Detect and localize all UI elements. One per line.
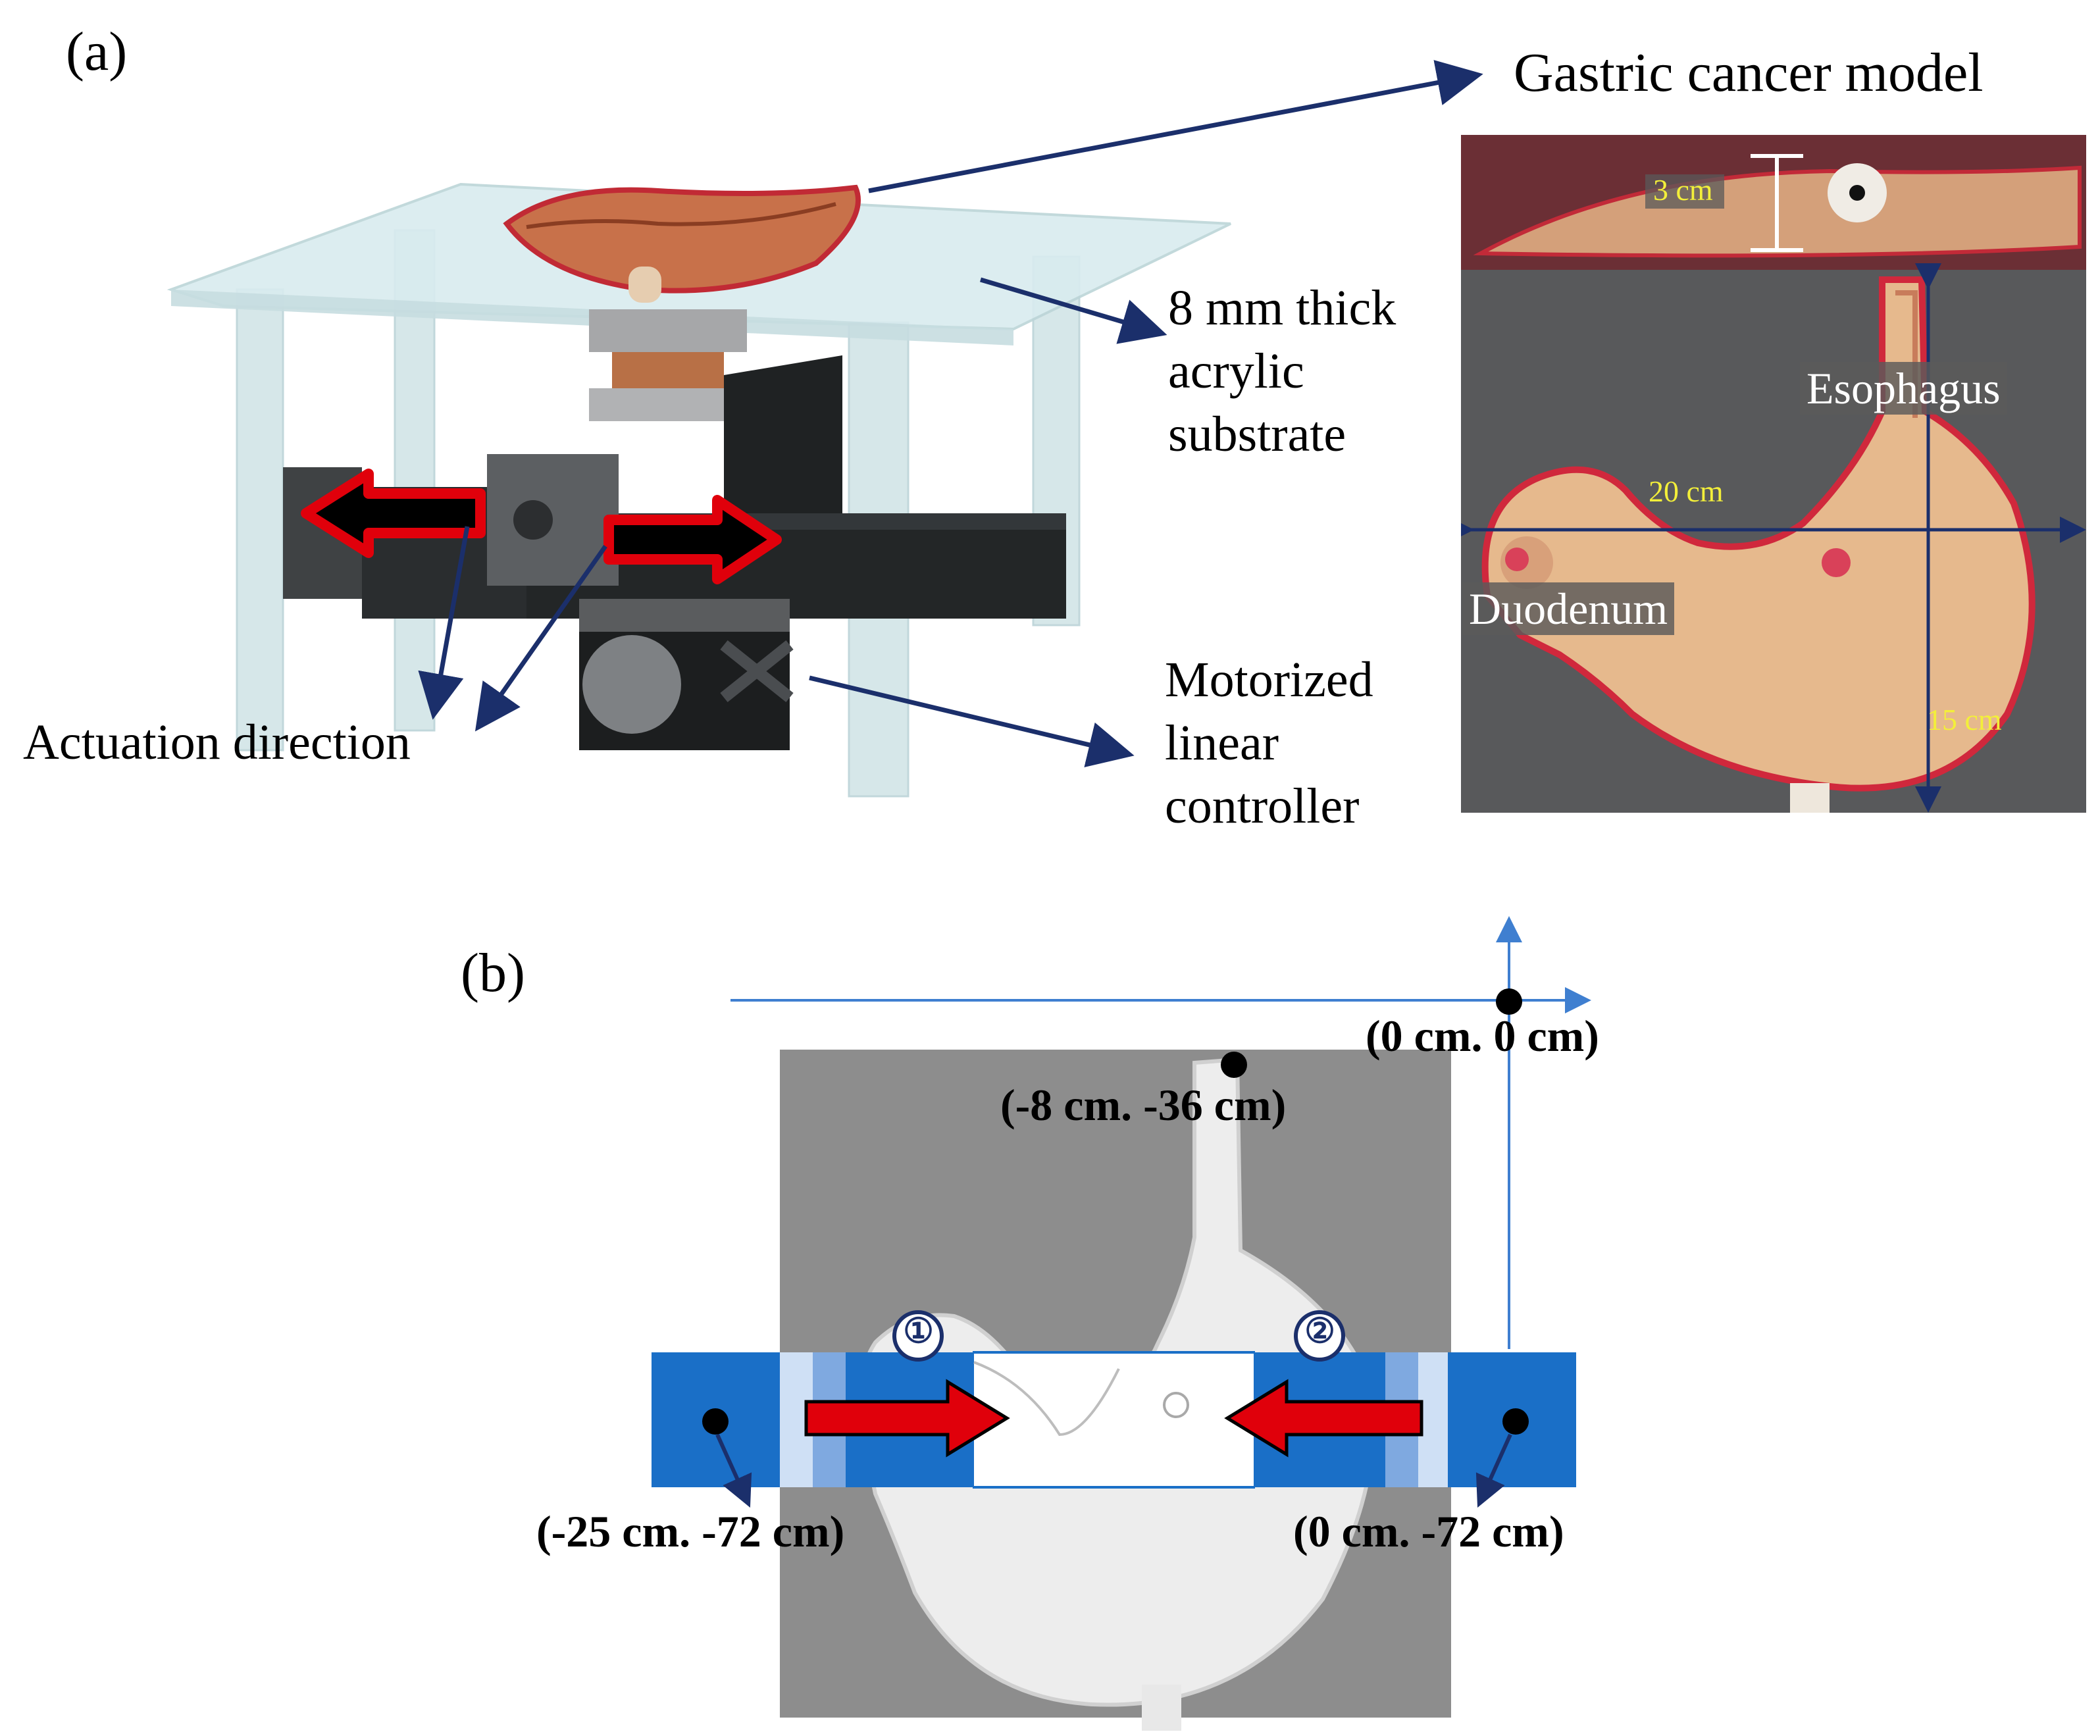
motor-label-line2: linear bbox=[1165, 715, 1279, 771]
right-actuation-arrow bbox=[603, 495, 782, 584]
esophagus-label: Esophagus bbox=[1800, 362, 2007, 415]
acrylic-label-line3: substrate bbox=[1168, 407, 1346, 462]
actuation-leader-right bbox=[474, 544, 607, 732]
origin-label: (0 cm. 0 cm) bbox=[1366, 1011, 1599, 1061]
actuation-leader-left bbox=[418, 526, 470, 720]
acrylic-leader bbox=[980, 277, 1167, 344]
marker-1: ① bbox=[903, 1313, 934, 1350]
duodenum-label: Duodenum bbox=[1462, 582, 1675, 635]
right-actuator-label: (0 cm. -72 cm) bbox=[1293, 1506, 1564, 1556]
gastric-model-photo: 3 cm 20 cm 15 cm Esophagus Duodenum bbox=[1461, 135, 2086, 813]
push-arrow-right bbox=[804, 1379, 1010, 1458]
acrylic-label: 8 mm thick acrylic substrate bbox=[1168, 276, 1396, 466]
gastric-model-label: Gastric cancer model bbox=[1514, 42, 1984, 103]
setup-illustration bbox=[166, 60, 1483, 798]
motor-label-line3: controller bbox=[1165, 779, 1360, 834]
esophagus-point bbox=[1221, 1052, 1247, 1078]
marker-2: ② bbox=[1304, 1313, 1335, 1350]
panel-a-letter: (a) bbox=[66, 21, 128, 82]
thickness-label: 3 cm bbox=[1653, 173, 1713, 207]
width-label: 20 cm bbox=[1649, 474, 1724, 508]
left-actuator-label: (-25 cm. -72 cm) bbox=[536, 1506, 845, 1556]
acrylic-label-line2: acrylic bbox=[1168, 344, 1304, 399]
left-actuator-point bbox=[702, 1408, 729, 1435]
height-label: 15 cm bbox=[1927, 703, 2002, 736]
panel-b-drawing bbox=[652, 916, 1591, 1731]
gastric-model-leader bbox=[868, 60, 1483, 193]
origin-point bbox=[1496, 988, 1522, 1015]
actuation-label: Actuation direction bbox=[23, 715, 411, 770]
acrylic-label-line1: 8 mm thick bbox=[1168, 280, 1396, 336]
esophagus-coord-label: (-8 cm. -36 cm) bbox=[1000, 1080, 1287, 1130]
right-actuator-point bbox=[1502, 1408, 1529, 1435]
motor-label-line1: Motorized bbox=[1165, 652, 1373, 707]
left-actuation-arrow bbox=[301, 469, 486, 558]
push-arrow-left bbox=[1224, 1379, 1423, 1458]
motor-label: Motorized linear controller bbox=[1165, 648, 1373, 838]
panel-b-letter: (b) bbox=[461, 942, 525, 1004]
motor-leader bbox=[809, 675, 1135, 767]
